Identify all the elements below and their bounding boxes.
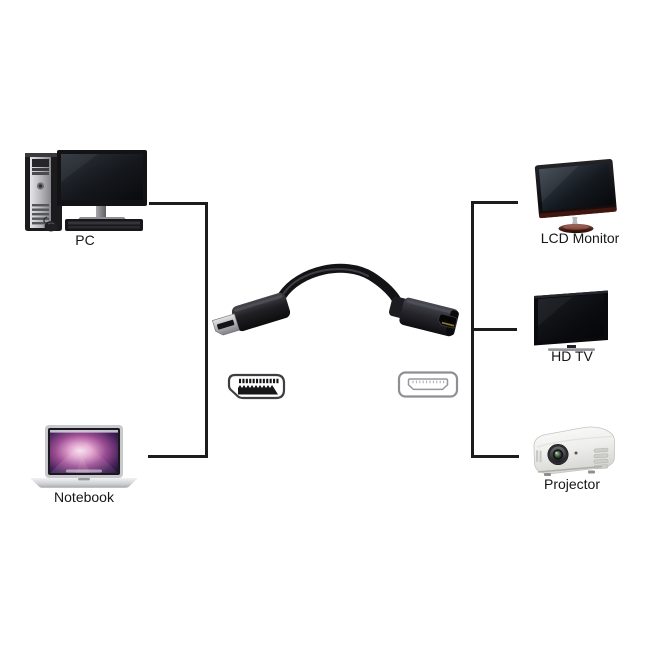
pc-icon — [25, 150, 147, 232]
lcd-monitor-icon — [534, 158, 617, 234]
adapter-hdmi-socket — [388, 296, 459, 337]
hdmi-connector-diagram-icon — [397, 371, 459, 398]
pc-mouse-icon — [43, 216, 58, 232]
left-bracket-vertical-line — [205, 202, 208, 458]
displayport-to-hdmi-adapter-icon — [212, 263, 459, 337]
projector-icon — [533, 426, 615, 476]
lcd-monitor-label: LCD Monitor — [540, 230, 620, 246]
hd-tv-icon — [534, 290, 608, 351]
notebook-icon — [30, 425, 138, 488]
pc-keyboard-icon — [65, 219, 143, 231]
notebook-label: Notebook — [54, 489, 114, 505]
hd-tv-label: HD TV — [551, 348, 593, 364]
pc-monitor-icon — [57, 150, 147, 223]
projector-lens — [547, 444, 569, 465]
desktop-tower-icon — [25, 153, 62, 231]
pc-label: PC — [75, 232, 95, 248]
line-bracket-to-lcd-monitor — [471, 201, 518, 204]
line-pc-to-bracket — [149, 202, 208, 205]
displayport-connector-diagram-icon — [227, 373, 286, 400]
adapter-displayport-plug — [212, 292, 291, 336]
adapter-cable — [277, 263, 404, 309]
line-bracket-to-projector — [471, 455, 519, 458]
projector-label: Projector — [543, 476, 601, 492]
line-bracket-to-hd-tv — [471, 328, 517, 331]
line-notebook-to-bracket — [148, 455, 208, 458]
